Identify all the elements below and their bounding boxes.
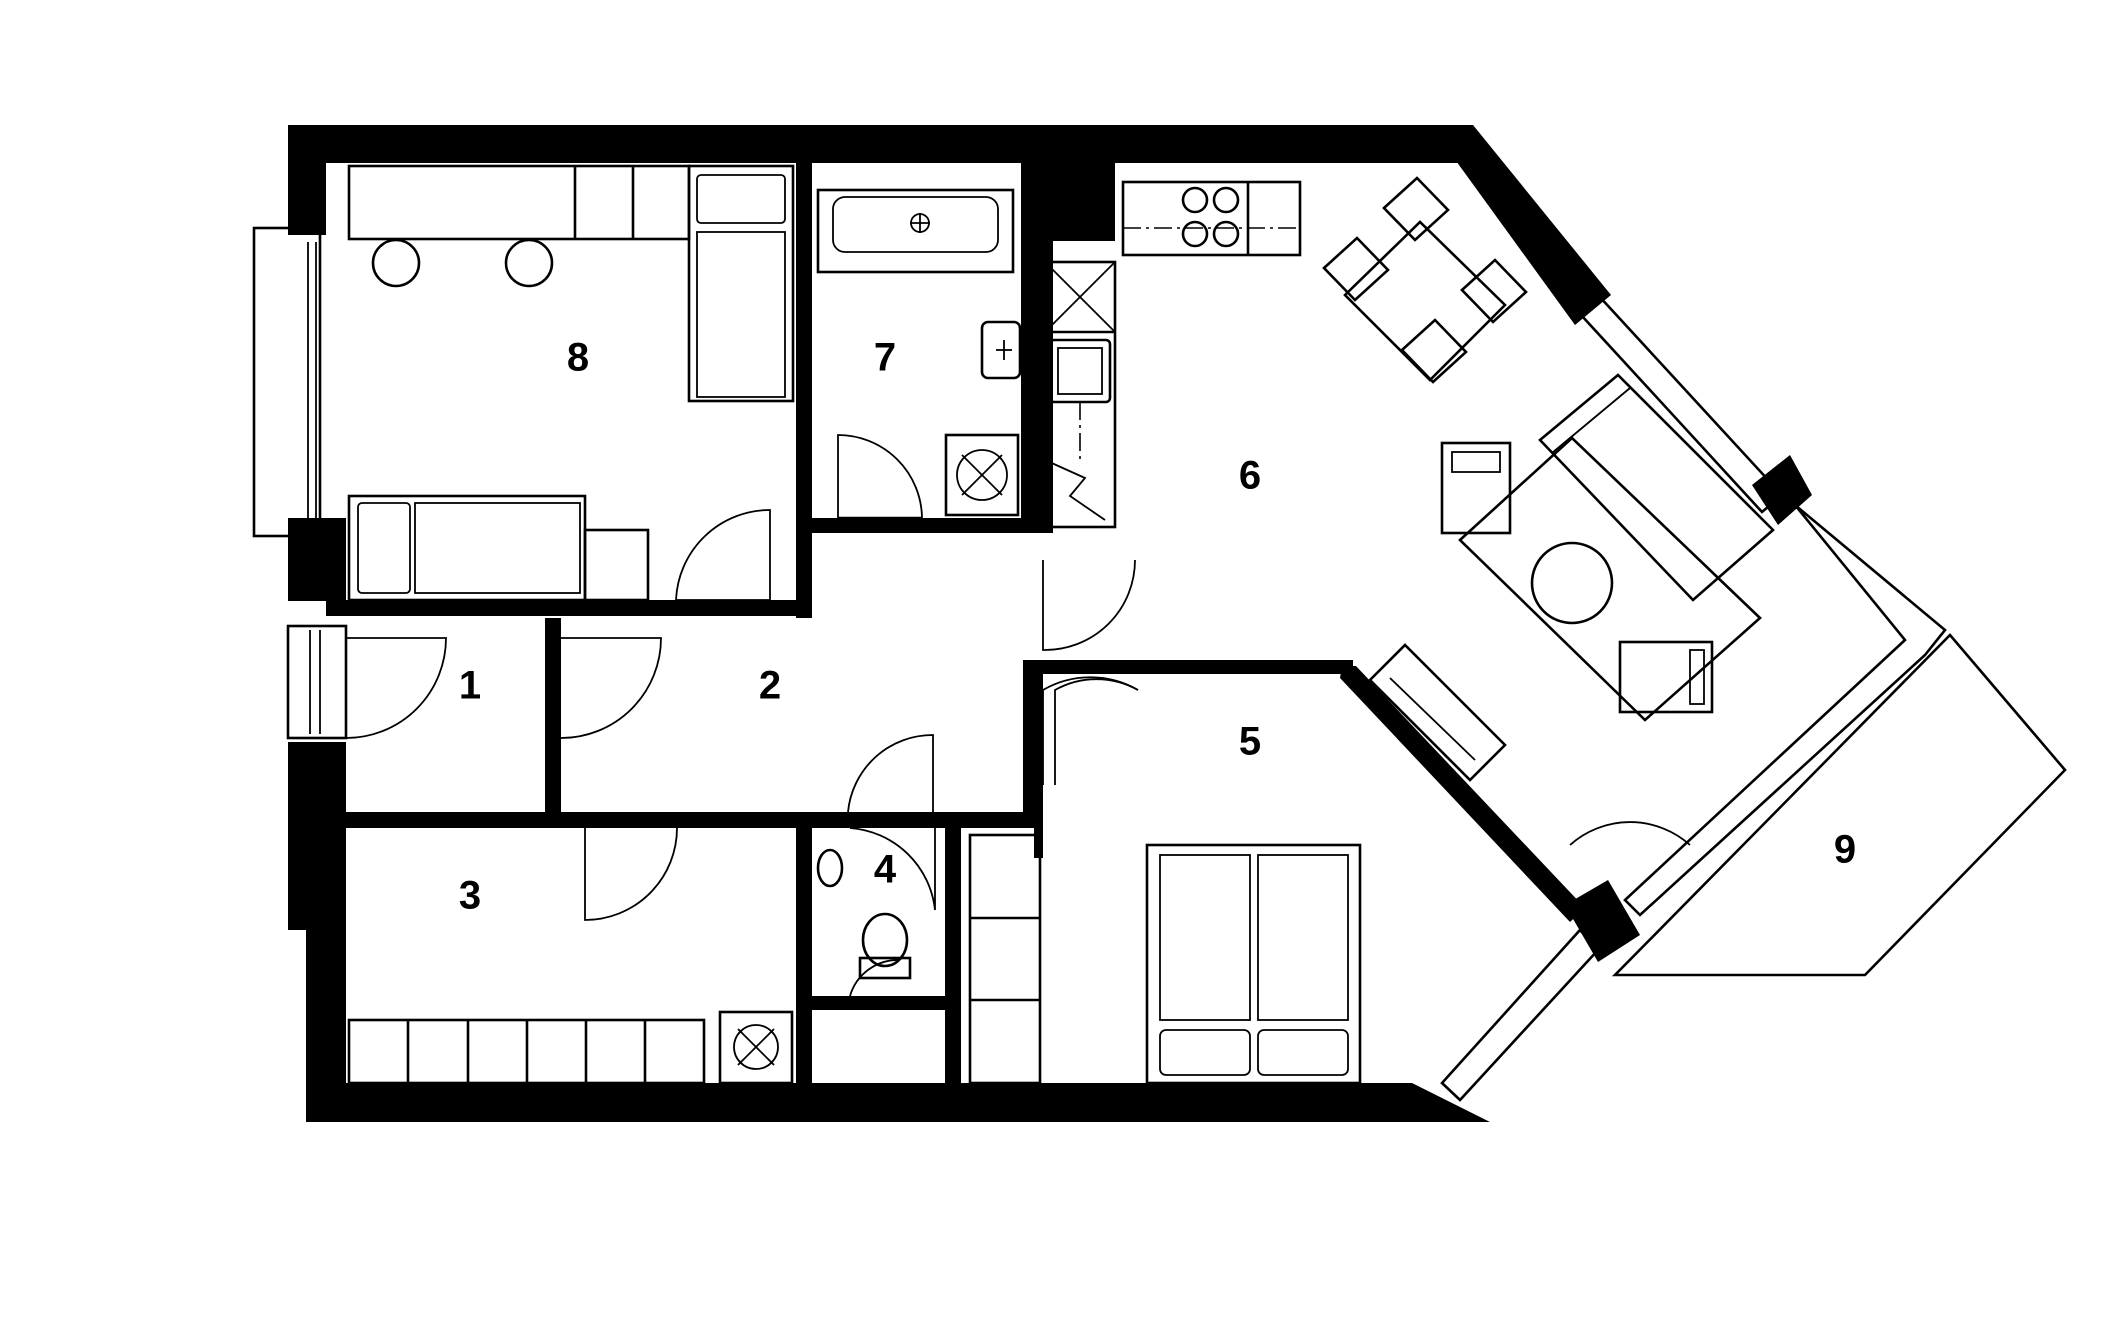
stove-burner-icon [1181, 186, 1209, 214]
chair-icon [1400, 318, 1468, 384]
wall-4-bottom [812, 996, 947, 1010]
room-label-1: 1 [459, 664, 481, 708]
window-room6-upper [1580, 292, 1784, 514]
wall-top [288, 125, 1473, 163]
armchair-icon [1440, 441, 1512, 535]
window-room1 [286, 624, 348, 740]
wall-bottom [306, 1083, 1490, 1122]
room-label-6: 6 [1239, 454, 1261, 498]
wall-4-left [796, 828, 812, 1083]
balcony [1611, 633, 2067, 977]
bathtub-icon [816, 188, 1015, 274]
bed-icon [347, 494, 587, 602]
door-hall-to-5 [1042, 676, 1139, 785]
wall-5-top [1023, 660, 1353, 674]
wall-1-right [545, 618, 561, 818]
dining-set [1322, 176, 1528, 384]
tv-stand-icon [1368, 643, 1507, 782]
chair-icon [1460, 258, 1528, 324]
chair-icon [504, 238, 554, 288]
wall-diagonal-upper [1430, 125, 1611, 325]
room-7-fixtures [816, 188, 1022, 520]
wall-8-bottom [326, 600, 796, 616]
stove-burner-icon [1212, 186, 1240, 214]
toilet-icon [861, 912, 909, 968]
sink-icon [980, 320, 1022, 380]
chair-icon [1382, 176, 1450, 242]
chair-icon [1322, 236, 1390, 302]
wardrobe-icon [968, 833, 1042, 1085]
walls [288, 125, 1812, 1122]
door-hall-left [560, 637, 662, 739]
toilet-icon [858, 956, 912, 980]
door-entrance [345, 637, 447, 739]
window-room5 [1440, 928, 1600, 1102]
double-bed-icon [1145, 843, 1362, 1085]
room-label-8: 8 [567, 336, 589, 380]
washing-machine-icon [944, 433, 1020, 517]
room-4-fixtures [816, 827, 936, 997]
wall-4-right [945, 828, 961, 1083]
wall-7-bottom [812, 518, 1037, 533]
bed-icon [687, 164, 795, 403]
dining-table-icon [1343, 220, 1507, 382]
basin-icon [816, 848, 844, 888]
window-room6-lower [1623, 504, 1947, 917]
wall-left-bottom [306, 820, 346, 1120]
wall-8-right [796, 163, 812, 618]
wall-left-mid [288, 518, 346, 601]
coffee-table-icon [1530, 541, 1614, 625]
kitchen-fixtures [1043, 180, 1302, 529]
doors [345, 559, 1139, 813]
armchair-icon [1618, 640, 1714, 714]
kitchen-sink-icon [1048, 338, 1112, 404]
rug-icon [1458, 436, 1762, 722]
room-label-7: 7 [874, 336, 896, 380]
door-hall-to-4 [847, 734, 934, 813]
chair-icon [371, 238, 421, 288]
room-label-2: 2 [759, 664, 781, 708]
room-label-3: 3 [459, 874, 481, 918]
stove-burner-icon [1181, 220, 1209, 248]
door-hall-to-6 [1042, 559, 1136, 651]
wall-diagonal-lower [1565, 880, 1640, 962]
washing-machine-icon [718, 1010, 794, 1085]
living-furniture [1368, 373, 1775, 846]
window-room8 [252, 226, 322, 538]
room-label-4: 4 [874, 848, 897, 892]
stove-burner-icon [1212, 220, 1240, 248]
room-label-5: 5 [1239, 720, 1261, 764]
wall-hall-stub [1034, 828, 1043, 858]
room-labels: 1 2 3 4 5 6 7 8 9 [459, 336, 1856, 918]
room-3-furniture [347, 827, 794, 1085]
wall-hall-right [1023, 660, 1043, 828]
wall-kitchen-block [1043, 163, 1115, 241]
room-8-furniture [347, 164, 795, 602]
wall-room5-diagonal [1340, 666, 1585, 922]
room-label-9: 9 [1834, 828, 1856, 872]
sofa-icon [1538, 373, 1775, 602]
windows [252, 226, 1947, 1102]
wall-left-upper [288, 125, 326, 235]
room-5-furniture [968, 678, 1362, 1085]
wall-hall-bottom [346, 812, 1043, 828]
wall-7-right [1021, 163, 1039, 533]
